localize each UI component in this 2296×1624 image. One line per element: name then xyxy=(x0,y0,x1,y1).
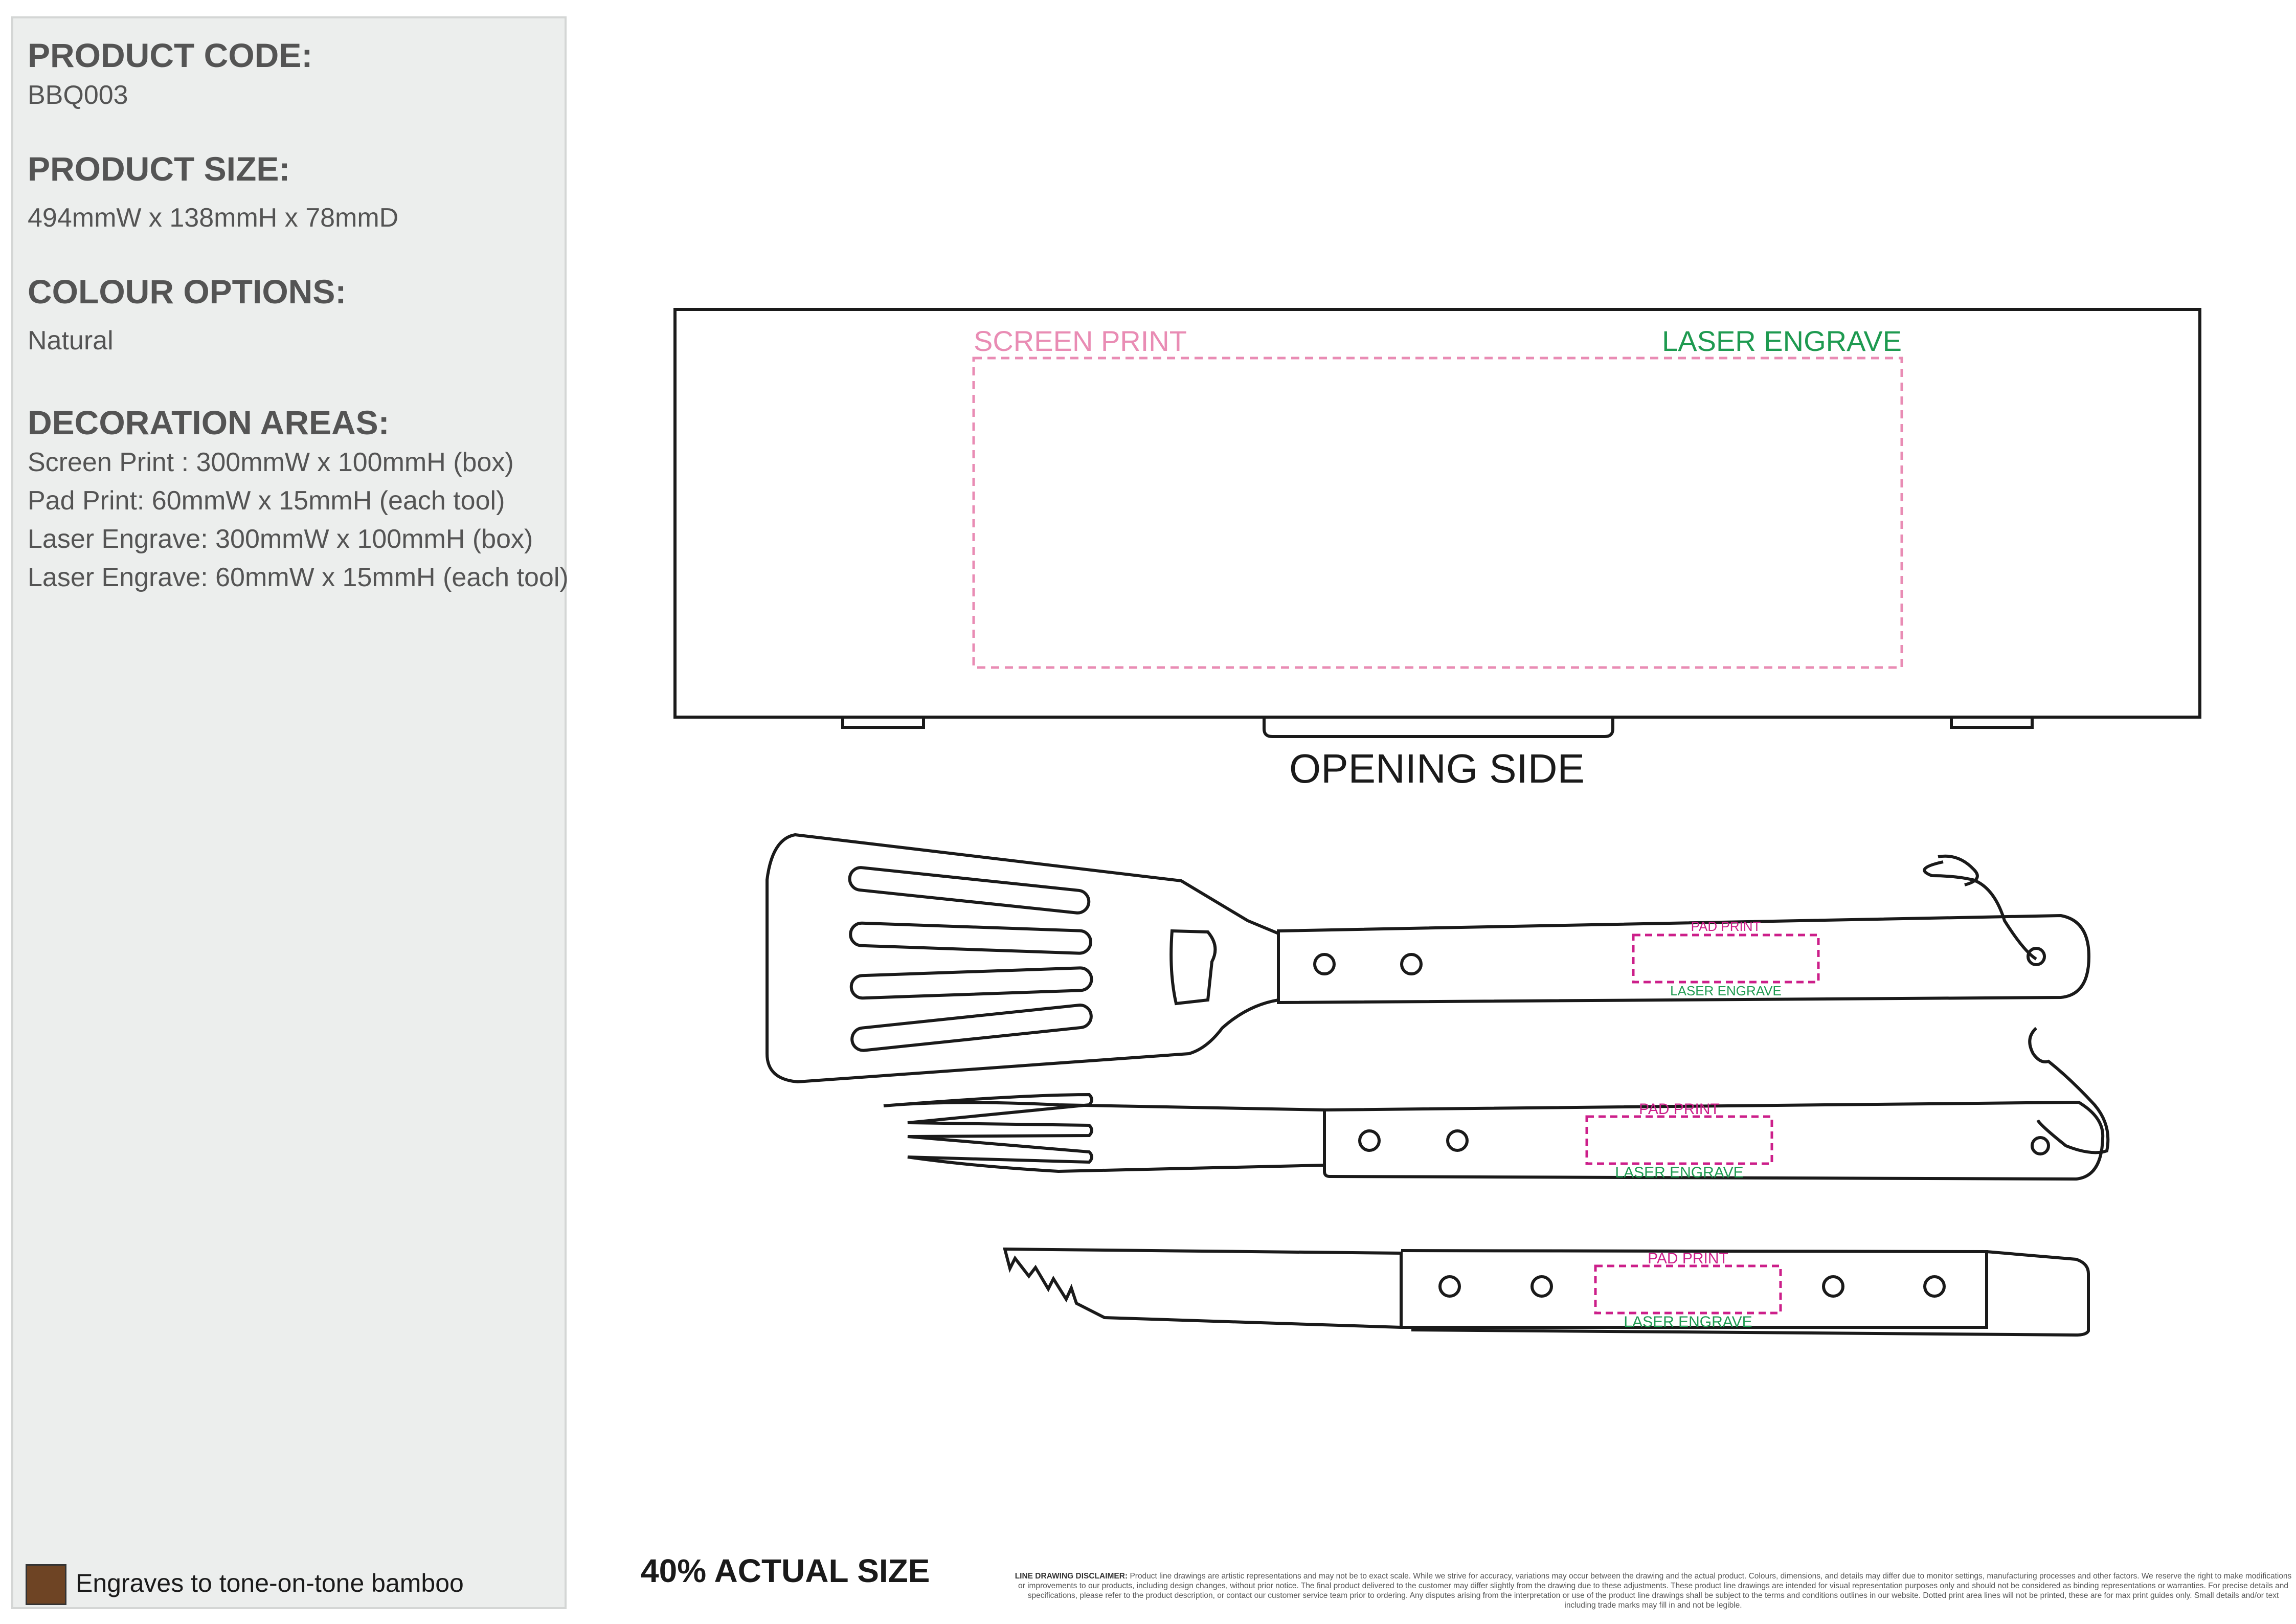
laser-engrave-label-fork: LASER ENGRAVE xyxy=(1615,1164,1743,1181)
colour-options-heading: COLOUR OPTIONS: xyxy=(28,273,347,310)
product-code-heading: PRODUCT CODE: xyxy=(28,36,313,74)
bamboo-colour-swatch xyxy=(26,1564,66,1605)
pad-print-label-spatula: PAD PRINT xyxy=(1691,919,1761,934)
pad-print-label-fork: PAD PRINT xyxy=(1639,1101,1720,1118)
disclaimer-title: LINE DRAWING DISCLAIMER: xyxy=(1015,1572,1128,1581)
product-code-value: BBQ003 xyxy=(28,80,128,110)
decoration-area-item: Laser Engrave: 300mmW x 100mmH (box) xyxy=(28,524,533,554)
pad-print-area-tongs xyxy=(1594,1264,1782,1315)
box-laser-engrave-label: LASER ENGRAVE xyxy=(1662,325,1902,357)
pad-print-label-tongs: PAD PRINT xyxy=(1648,1250,1728,1267)
decoration-area-item: Laser Engrave: 60mmW x 15mmH (each tool) xyxy=(28,563,569,592)
screen-print-label: SCREEN PRINT xyxy=(974,325,1187,357)
screen-print-area xyxy=(972,357,1903,669)
disclaimer-text: Product line drawings are artistic repre… xyxy=(1018,1572,2292,1610)
fork-drawing xyxy=(883,1027,2110,1181)
swatch-label: Engraves to tone-on-tone bamboo xyxy=(76,1569,464,1597)
product-size-heading: PRODUCT SIZE: xyxy=(28,150,290,188)
tongs-drawing xyxy=(1003,1247,2090,1337)
laser-engrave-label-tongs: LASER ENGRAVE xyxy=(1624,1314,1752,1330)
pad-print-area-fork xyxy=(1585,1115,1773,1165)
opening-side-label: OPENING SIDE xyxy=(1289,746,1585,791)
colour-options-value: Natural xyxy=(28,326,114,355)
product-size-value: 494mmW x 138mmH x 78mmD xyxy=(28,203,399,233)
box-latch xyxy=(1263,717,1614,738)
decoration-areas-heading: DECORATION AREAS: xyxy=(28,404,390,441)
decoration-area-item: Screen Print : 300mmW x 100mmH (box) xyxy=(28,448,514,477)
box-foot-right xyxy=(1950,716,2034,729)
box-foot-left xyxy=(841,716,925,729)
pad-print-area-spatula xyxy=(1632,933,1820,984)
info-panel: PRODUCT CODE: BBQ003 PRODUCT SIZE: 494mm… xyxy=(11,16,569,1609)
line-drawing-disclaimer: LINE DRAWING DISCLAIMER: Product line dr… xyxy=(1011,1571,2295,1610)
scale-label: 40% ACTUAL SIZE xyxy=(641,1552,930,1589)
gift-box-outline xyxy=(673,308,2201,719)
laser-engrave-label-spatula: LASER ENGRAVE xyxy=(1670,983,1782,998)
spatula-drawing xyxy=(766,833,2091,1084)
decoration-area-item: Pad Print: 60mmW x 15mmH (each tool) xyxy=(28,486,505,516)
